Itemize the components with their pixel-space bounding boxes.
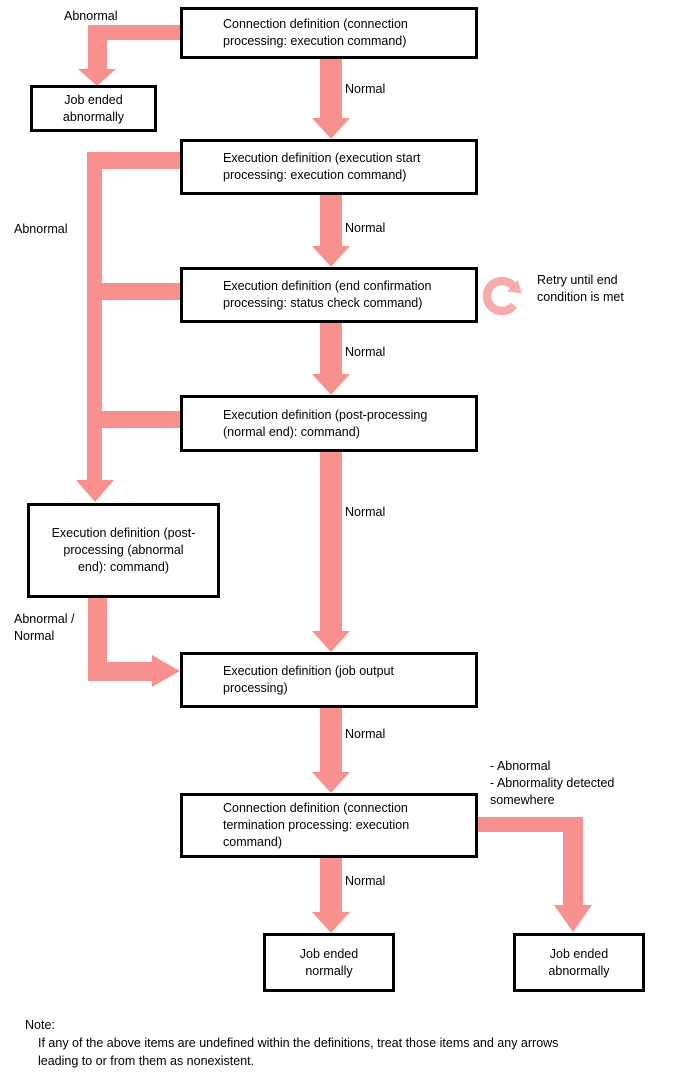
edge-label-normal-4: Normal [345, 505, 386, 519]
arrow-abnormal-normal-vertical [88, 598, 107, 681]
arrow-abnormal-normal-head [152, 655, 180, 687]
abnormal-rail-stub-post-processing [87, 411, 180, 428]
node-connection-start-label: Connection definition (connection proces… [223, 17, 408, 48]
edge-label-abnormal-rail: Abnormal [14, 222, 68, 236]
edge-label-normal-6: Normal [345, 874, 386, 888]
node-post-processing-normal: Execution definition (post-processing (n… [180, 395, 478, 452]
arrow-abnormal-top-head [78, 69, 116, 86]
abnormal-rail-head [76, 480, 114, 502]
arrow-normal-3-head [312, 374, 350, 395]
arrow-normal-5-shaft [320, 708, 342, 772]
node-post-processing-abnormal: Execution definition (post- processing (… [27, 503, 220, 598]
node-post-processing-normal-label: Execution definition (post-processing (n… [223, 407, 428, 439]
arrow-normal-6-head [312, 912, 350, 933]
node-job-ended-abnormally-top-label: Job ended abnormally [62, 92, 125, 124]
arrow-abnormality-vertical [563, 817, 583, 905]
arrow-normal-6-shaft [320, 858, 342, 912]
node-job-ended-abnormally-top: Job ended abnormally [30, 85, 157, 132]
node-end-confirmation: Execution definition (end confirmation p… [180, 267, 478, 323]
node-job-output: Execution definition (job output process… [180, 652, 478, 708]
node-connection-start: Connection definition (connection proces… [180, 7, 478, 59]
arrow-normal-4-shaft [320, 452, 342, 631]
node-post-processing-abnormal-label: Execution definition (post- processing (… [51, 526, 196, 574]
arrow-abnormality-horizontal [478, 817, 583, 832]
node-end-confirmation-label: Execution definition (end confirmation p… [223, 279, 432, 310]
arrow-abnormality-head [554, 905, 592, 932]
node-job-ended-abnormally-bottom-label: Job ended abnormally [548, 946, 610, 978]
arrow-abnormal-top-horizontal [95, 25, 180, 40]
edge-label-retry: Retry until end condition is met [537, 273, 624, 304]
edge-label-normal-5: Normal [345, 727, 386, 741]
retry-loop-icon [482, 276, 522, 316]
edge-label-normal-2: Normal [345, 221, 386, 235]
edge-label-abnormal-top: Abnormal [64, 9, 118, 23]
note-body: If any of the above items are undefined … [38, 1036, 559, 1068]
node-connection-termination: Connection definition (connection termin… [180, 793, 478, 858]
abnormal-rail-vertical [87, 152, 102, 480]
edge-label-abnormal-or-normal: Abnormal / Normal [14, 612, 75, 643]
node-connection-termination-label: Connection definition (connection termin… [223, 801, 410, 849]
arrow-normal-2-shaft [320, 195, 342, 246]
arrow-normal-5-head [312, 772, 350, 793]
abnormal-rail-stub-execution-start [87, 152, 180, 169]
node-execution-start-label: Execution definition (execution start pr… [223, 151, 421, 182]
arrow-normal-2-head [312, 246, 350, 267]
abnormal-rail-stub-end-confirmation [87, 283, 180, 300]
edge-label-normal-3: Normal [345, 345, 386, 359]
arrow-normal-3-shaft [320, 323, 342, 374]
arrow-normal-1-head [312, 118, 350, 139]
note-title: Note: [25, 1018, 55, 1032]
edge-label-abnormality-detected: - Abnormal - Abnormality detected somewh… [490, 759, 615, 807]
node-job-ended-normally-label: Job ended normally [299, 946, 359, 978]
node-job-ended-normally: Job ended normally [263, 933, 395, 992]
edge-label-normal-1: Normal [345, 82, 386, 96]
node-execution-start: Execution definition (execution start pr… [180, 139, 478, 195]
arrow-normal-4-head [312, 631, 350, 652]
arrow-abnormal-normal-horizontal [88, 662, 152, 681]
arrow-abnormal-top-vertical [88, 25, 107, 69]
node-job-output-label: Execution definition (job output process… [223, 664, 394, 695]
arrow-normal-1-shaft [320, 58, 342, 118]
node-job-ended-abnormally-bottom: Job ended abnormally [513, 933, 645, 992]
